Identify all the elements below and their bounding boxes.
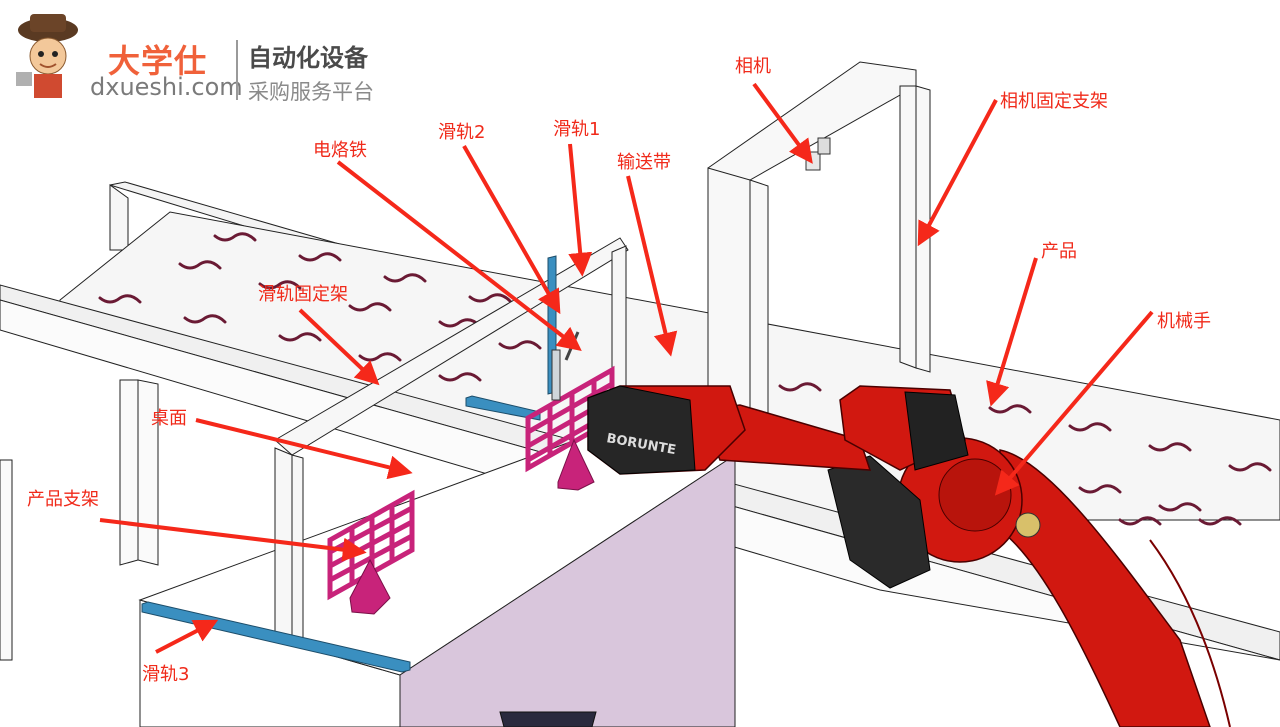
label-product: 产品 xyxy=(1041,241,1077,262)
label-soldering-iron: 电烙铁 xyxy=(313,140,367,161)
label-camera-bracket: 相机固定支架 xyxy=(1000,91,1108,112)
camera xyxy=(805,137,831,171)
arrow-camera-bracket xyxy=(917,99,998,247)
product-holder-front-base xyxy=(349,558,391,615)
arrow-rail-1 xyxy=(568,143,593,277)
brand-name-cn: 大学仕 xyxy=(108,42,208,80)
label-rail-bracket: 滑轨固定架 xyxy=(258,284,348,305)
arrow-table-top xyxy=(195,418,413,480)
conveyor-products xyxy=(98,232,1272,526)
arrow-rail-3 xyxy=(155,619,219,654)
label-camera: 相机 xyxy=(735,56,771,77)
label-conveyor: 输送带 xyxy=(617,152,671,173)
camera-bracket xyxy=(707,61,931,421)
brand-tagline-1: 自动化设备 xyxy=(248,44,368,72)
brand-logo: 大学仕 dxueshi.com 自动化设备 采购服务平台 xyxy=(8,10,408,105)
conveyor-legs xyxy=(0,379,159,661)
arrow-robot-arm xyxy=(994,310,1154,496)
arrow-conveyor xyxy=(626,175,678,357)
arrow-product xyxy=(986,257,1038,407)
label-product-holder: 产品支架 xyxy=(27,489,99,510)
mascot-icon xyxy=(16,14,78,98)
logo-divider xyxy=(236,40,238,100)
arrow-rail-bracket xyxy=(298,308,380,386)
callout-arrows xyxy=(99,82,1154,654)
arrow-product-holder xyxy=(99,518,367,562)
arrow-camera xyxy=(752,82,813,164)
arrow-soldering-iron xyxy=(336,160,582,351)
label-rail-2: 滑轨2 xyxy=(438,122,486,143)
label-rail-3: 滑轨3 xyxy=(142,664,190,685)
robot-arm xyxy=(587,385,1231,727)
label-robot-arm: 机械手 xyxy=(1157,311,1211,332)
brand-tagline-2: 采购服务平台 xyxy=(248,80,374,104)
arrow-rail-2 xyxy=(462,145,561,315)
product-holder-rear-base xyxy=(557,438,595,491)
brand-domain: dxueshi.com xyxy=(90,73,243,101)
label-table-top: 桌面 xyxy=(151,408,187,429)
label-rail-1: 滑轨1 xyxy=(553,119,601,140)
